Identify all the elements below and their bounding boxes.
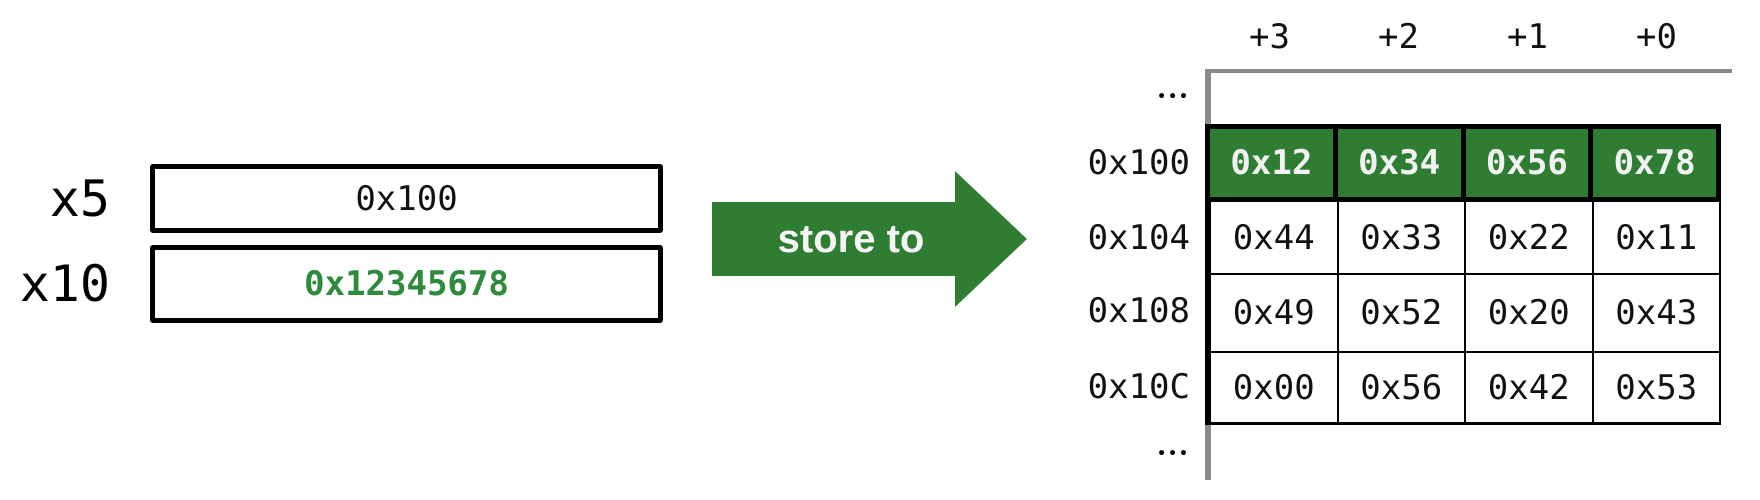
mem-cell-0x100-b1: 0x56 [1465, 129, 1589, 197]
mem-cell-0x100-b0: 0x78 [1593, 129, 1716, 197]
mem-address-0x108: 0x108 [1087, 291, 1190, 331]
register-value-x10: 0x12345678 [304, 264, 509, 304]
memory-grid: 0x44 0x33 0x22 0x11 0x49 0x52 0x20 0x43 … [1205, 202, 1721, 425]
mem-cell-0x10C-b2: 0x56 [1339, 353, 1466, 422]
mem-col-header-plus2: +2 [1378, 17, 1419, 57]
store-arrow-head-icon [955, 171, 1027, 307]
mem-cell-0x104-b0: 0x11 [1615, 217, 1698, 258]
store-arrow-label: store to [777, 216, 925, 261]
mem-cell-0x108-b2: 0x52 [1339, 275, 1466, 351]
memory-row-0x10C: 0x00 0x56 0x42 0x53 [1211, 353, 1719, 422]
mem-cell-0x100-b2: 0x34 [1337, 129, 1461, 197]
mem-col-header-plus0: +0 [1636, 17, 1677, 57]
mem-cell-0x108-b1: 0x20 [1466, 275, 1594, 351]
mem-cell-0x10C-b3: 0x00 [1211, 353, 1339, 422]
store-arrow-body [712, 202, 955, 276]
register-name-x5: x5 [49, 169, 110, 228]
memory-ellipsis-bottom: ••• [1157, 446, 1190, 462]
mem-col-header-plus3: +3 [1249, 17, 1290, 57]
memory-top-axis-line [1205, 69, 1732, 73]
memory-row-0x104: 0x44 0x33 0x22 0x11 [1211, 202, 1719, 275]
register-value-x5: 0x100 [355, 178, 458, 219]
mem-address-0x104: 0x104 [1087, 217, 1190, 258]
register-box-x10: 0x12345678 [150, 245, 663, 323]
mem-address-0x100: 0x100 [1087, 143, 1190, 183]
mem-col-header-plus1: +1 [1507, 17, 1548, 57]
mem-cell-0x108-b0: 0x43 [1615, 293, 1698, 333]
mem-cell-0x108-b3: 0x49 [1211, 275, 1339, 351]
memory-row-0x108: 0x49 0x52 0x20 0x43 [1211, 275, 1719, 353]
memory-ellipsis-top: ••• [1157, 89, 1190, 105]
mem-cell-0x104-b2: 0x33 [1339, 202, 1466, 273]
mem-cell-0x104-b1: 0x22 [1466, 202, 1594, 273]
register-name-x10: x10 [19, 255, 110, 313]
mem-cell-0x104-b3: 0x44 [1211, 202, 1339, 273]
mem-cell-0x10C-b1: 0x42 [1466, 353, 1594, 422]
mem-cell-0x10C-b0: 0x53 [1615, 367, 1698, 408]
mem-cell-0x100-b3: 0x12 [1210, 129, 1333, 197]
register-box-x5: 0x100 [150, 164, 663, 233]
mem-address-0x10C: 0x10C [1087, 367, 1190, 407]
memory-row-0x100-highlighted: 0x12 0x34 0x56 0x78 [1205, 124, 1721, 202]
